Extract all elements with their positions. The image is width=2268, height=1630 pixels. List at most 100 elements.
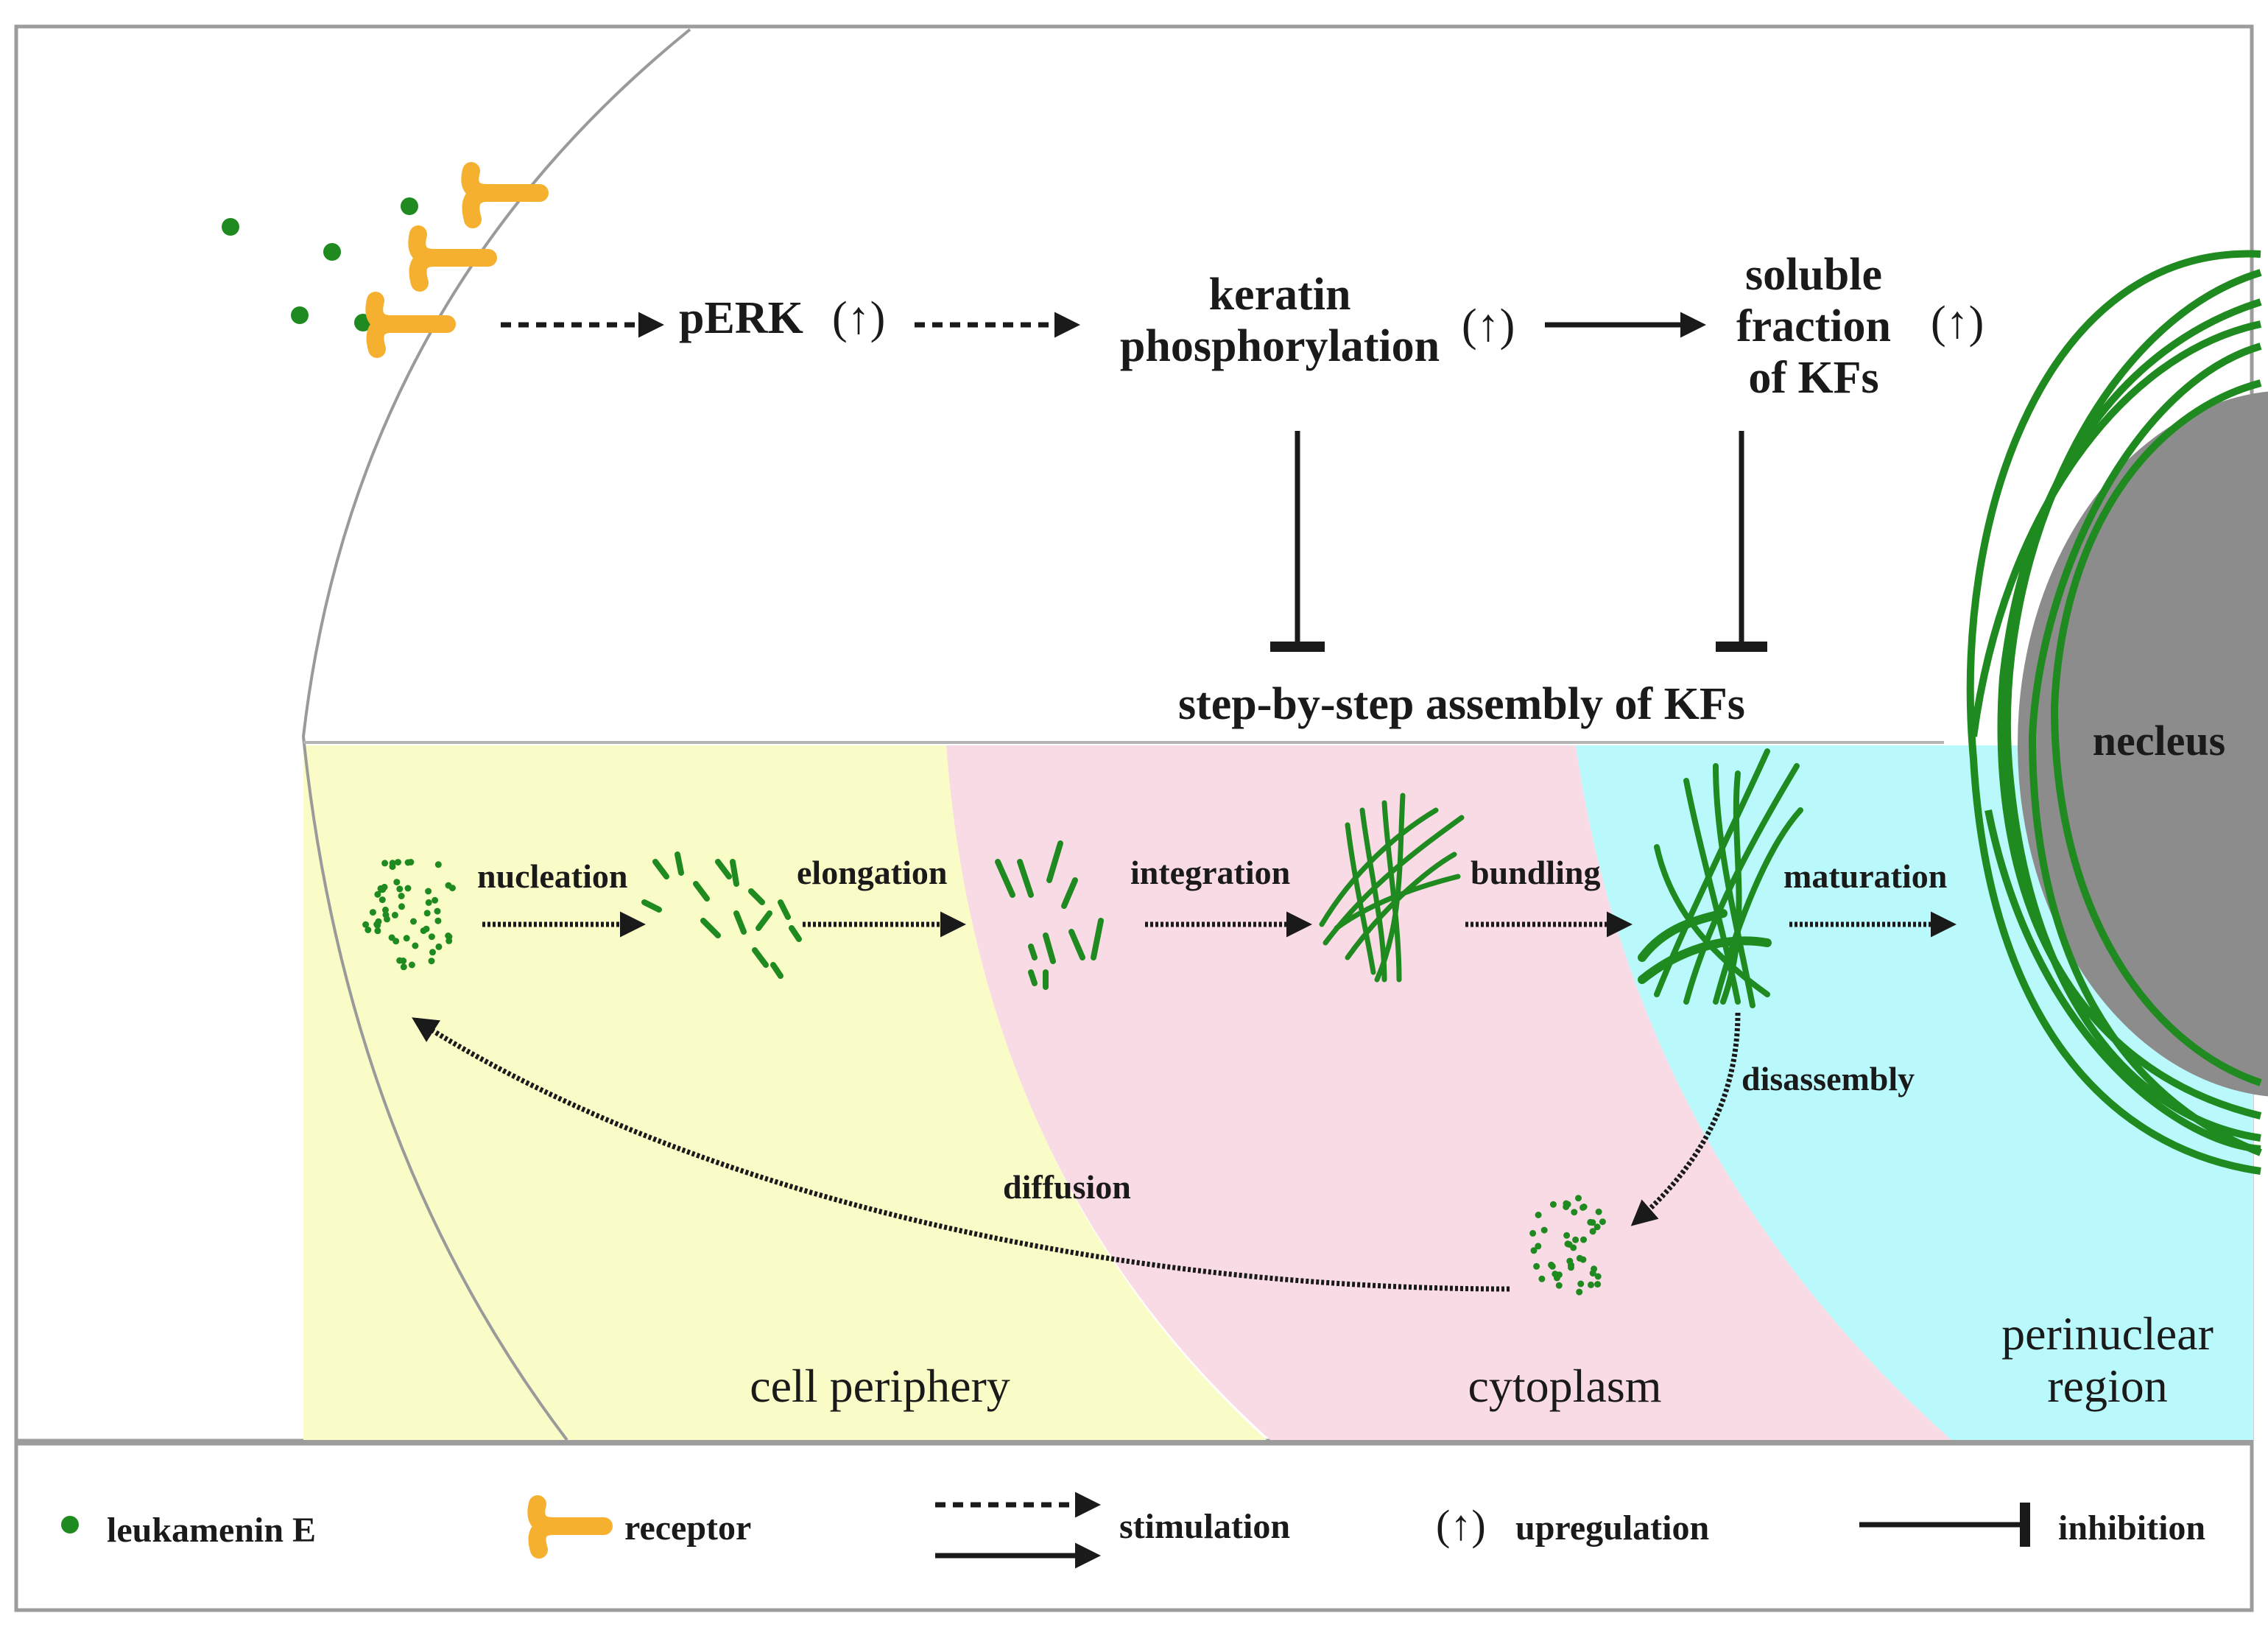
keratin-particle [1566, 1241, 1573, 1248]
keratin-particle [378, 896, 386, 904]
keratin-particle [375, 918, 382, 925]
keratin-particle [1593, 1223, 1601, 1231]
keratin-particle [425, 899, 432, 906]
keratin-particle [382, 906, 389, 913]
perinuclear-keratin-cage [1966, 250, 2262, 1175]
keratin-particle [1594, 1273, 1602, 1280]
keratin-particle [423, 910, 431, 917]
receptor-icon [461, 162, 549, 228]
perk-upregulation: (↑) [832, 293, 885, 343]
keratin-particle [362, 921, 370, 928]
keratin-particle [1594, 1281, 1602, 1288]
leukamenin-dot [323, 243, 341, 261]
keratin-particle [391, 911, 398, 918]
keratin-particle [389, 860, 396, 867]
keratin-particle [434, 861, 442, 868]
periphery-label: cell periphery [750, 1360, 1010, 1412]
keratin-particle [1589, 1228, 1596, 1235]
ligand-dots [222, 197, 418, 331]
keratin-particle [1576, 1254, 1583, 1262]
keratin-upregulation: (↑) [1462, 301, 1515, 351]
keratin-particle [364, 927, 372, 933]
perinuclear-label-line2: region [2047, 1360, 2168, 1412]
keratin-particle [1563, 1200, 1570, 1207]
region-bands [303, 745, 2253, 1440]
keratin-particle [1538, 1275, 1546, 1282]
elongation-label: elongation [797, 854, 947, 891]
keratin-label-line1: keratin [1209, 270, 1351, 320]
keratin-particle [410, 918, 417, 925]
legend-upregulation-symbol: (↑) [1436, 1501, 1486, 1549]
disassembled-particles [1529, 1195, 1606, 1296]
keratin-particle [400, 958, 407, 964]
pathway-arrows [501, 312, 1767, 652]
keratin-particle [1588, 1281, 1594, 1288]
perk-label: pERK [679, 293, 803, 343]
diffusion-arrow [412, 1017, 1510, 1292]
keratin-particle [377, 885, 384, 892]
elongation-fragments [641, 851, 802, 979]
keratin-particle [396, 885, 404, 893]
keratin-particle [393, 879, 401, 886]
bundling-label: bundling [1471, 854, 1600, 891]
keratin-particle [420, 927, 427, 935]
leukamenin-dot [291, 306, 309, 324]
keratin-particle [1549, 1262, 1556, 1270]
maturation-filaments [1638, 748, 1803, 1008]
keratin-particle [1540, 1226, 1548, 1234]
receptor-icon [365, 292, 456, 358]
maturation-label: maturation [1783, 857, 1947, 895]
leukamenin-dot [222, 218, 239, 236]
keratin-particle [398, 903, 405, 910]
disassembly-arrow [1630, 1012, 1741, 1226]
keratin-particle [1572, 1236, 1580, 1243]
legend-stimulation-label: stimulation [1119, 1507, 1290, 1546]
keratin-particle [400, 963, 407, 971]
keratin-particle [1595, 1208, 1602, 1215]
nucleation-label: nucleation [477, 857, 627, 895]
keratin-particle [404, 859, 412, 866]
stage-arrows [412, 911, 1957, 1292]
keratin-particle [1568, 1264, 1574, 1271]
assembly-label: step-by-step assembly of KFs [1178, 679, 1745, 729]
keratin-particle [382, 911, 390, 918]
legend-upregulation-label: upregulation [1515, 1508, 1709, 1548]
keratin-particle [429, 949, 436, 956]
nucleus-label: necleus [2093, 717, 2225, 765]
keratin-particle [1530, 1247, 1538, 1254]
keratin-particle [432, 896, 439, 904]
keratin-particle [1571, 1209, 1578, 1216]
keratin-particle [381, 860, 389, 867]
soluble-upregulation: (↑) [1931, 298, 1984, 348]
keratin-particle [446, 937, 453, 944]
keratin-particle [1587, 1218, 1594, 1226]
soluble-label-line1: soluble [1745, 250, 1882, 300]
keratin-particle [1576, 1288, 1583, 1296]
keratin-particle [1599, 1218, 1606, 1226]
keratin-particle [1580, 1204, 1586, 1211]
integration-label: integration [1130, 854, 1290, 891]
keratin-particle [374, 927, 381, 935]
keratin-particle [1589, 1270, 1596, 1277]
keratin-particle [1535, 1212, 1542, 1218]
keratin-particle [369, 909, 376, 916]
keratin-particle [1555, 1282, 1563, 1289]
receptor-icon [408, 225, 497, 292]
receptors [365, 162, 549, 358]
legend-leukamenin-dot [61, 1516, 79, 1534]
legend-receptor-label: receptor [624, 1508, 751, 1548]
keratin-particle [408, 961, 415, 969]
keratin-particle [1529, 1229, 1537, 1237]
periphery-band [303, 745, 1267, 1440]
integration-fragments [995, 840, 1104, 990]
keratin-particle [428, 958, 435, 965]
legend-leukamenin-label: leukamenin E [107, 1511, 316, 1550]
nucleation-particles [362, 859, 456, 971]
keratin-particle [1577, 1280, 1585, 1288]
keratin-particle [404, 885, 412, 892]
cell-membrane [301, 28, 691, 1441]
keratin-particle [1549, 1201, 1557, 1208]
cytoplasm-band [946, 745, 1951, 1440]
